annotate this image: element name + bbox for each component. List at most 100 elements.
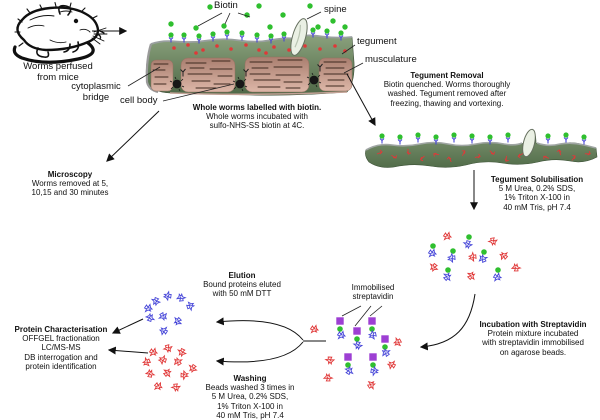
step-tegument-removal: Tegument Removal Biotin quenched. Worms … [366, 71, 528, 108]
arrow-to-microscopy [106, 110, 160, 162]
biotin-dot [487, 134, 493, 140]
arrow-blue-to-characterisation [111, 318, 144, 334]
step-body: Whole worms incubated with sulfo-NHS-SS … [206, 112, 308, 131]
step-body: Beads washed 3 times in 5 M Urea, 0.2% S… [205, 383, 295, 420]
labelled-protein-squiggle [144, 304, 153, 312]
linker-icon [505, 136, 511, 144]
unlabelled-protein-squiggle [162, 342, 174, 354]
step-body: Biotin quenched. Worms thoroughly washed… [383, 80, 511, 108]
tegument-protein-dot [244, 43, 248, 47]
labelled-protein-squiggle [157, 310, 169, 322]
biotin-dot [450, 248, 456, 254]
unlabelled-protein-squiggle [172, 356, 184, 368]
spine-shape [522, 128, 536, 158]
labelled-protein-squiggle [446, 252, 458, 264]
tegument-protein-dot [201, 48, 205, 52]
labelled-protein-squiggle [352, 339, 364, 351]
biotin-dot [397, 134, 403, 140]
unlabelled-protein-squiggle [157, 355, 168, 365]
tegument-protein-dot [318, 47, 322, 51]
labelled-protein-squiggle [368, 365, 380, 377]
washed-unlabelled-proteins [141, 342, 198, 393]
eluted-labelled-proteins [144, 290, 196, 336]
biotin-dot [307, 3, 313, 9]
bound-biotin-dots [168, 27, 344, 45]
labelled-protein-squiggle [173, 316, 183, 327]
linker-icon [397, 138, 403, 146]
biotin-dot [433, 134, 439, 140]
biotin-dot [324, 28, 330, 34]
tegument-protein-dot [272, 45, 276, 49]
musculature-label: musculature [365, 54, 417, 65]
biotin-dot [267, 24, 273, 30]
labelled-protein-squiggle [463, 239, 474, 250]
labelled-protein-squiggle [344, 366, 354, 376]
biotin-dot [451, 132, 457, 138]
step-labelling: Whole worms labelled with biotin. Whole … [178, 103, 336, 131]
streptavidin-bead [381, 335, 389, 343]
biotin-pointers [197, 12, 251, 27]
step-body: Bound proteins eluted with 50 mM DTT [203, 280, 281, 299]
biotin-dot [466, 234, 472, 240]
biotin-dot [545, 133, 551, 139]
unlabelled-protein-squiggle [365, 379, 377, 391]
labelled-protein-squiggle [492, 272, 502, 282]
biotin-dot [430, 243, 436, 249]
pointer-lines [127, 11, 383, 327]
biotin-dot [481, 249, 487, 255]
arrow-elution [215, 317, 304, 341]
tegument-protein-dot [264, 51, 268, 55]
cell-body-pointer [162, 83, 235, 102]
biotin-dot [280, 12, 286, 18]
worm-surface-proteins [172, 43, 347, 55]
labelled-protein-squiggle [337, 331, 346, 339]
unlabelled-protein-squiggle [499, 251, 509, 261]
biotin-dot [281, 31, 287, 37]
biotin-dot [379, 133, 385, 139]
biotin-dot [469, 133, 475, 139]
unlabelled-protein-squiggle [149, 348, 158, 356]
labelled-protein-squiggle [184, 300, 196, 312]
flow-arrows [92, 27, 478, 366]
mouse-sketch [12, 1, 108, 64]
biotin-dot [256, 3, 262, 9]
free-biotin-dots [168, 3, 348, 31]
tegument-protein-dot [333, 44, 337, 48]
biotin-dot [181, 32, 187, 38]
streptavidin-bead [353, 327, 361, 335]
unlabelled-protein-squiggle [310, 325, 319, 333]
biotin-dot [495, 267, 501, 273]
labelled-protein-squiggle [159, 326, 169, 336]
unlabelled-protein-squiggle [144, 368, 156, 380]
biotin-dot [268, 33, 274, 39]
spine-pointer [306, 11, 322, 20]
biotin-dot [239, 30, 245, 36]
unlabelled-protein-squiggle [324, 354, 336, 366]
biotin-dot [221, 23, 227, 29]
unlabelled-protein-squiggle [170, 381, 182, 393]
unlabelled-protein-squiggle [466, 270, 476, 281]
biotin-dot [581, 134, 587, 140]
tegument-protein-dot [303, 44, 307, 48]
unlabelled-protein-squiggle [429, 262, 439, 272]
streptavidin-bead [369, 353, 377, 361]
cytoplasmic-bridge-label: cytoplasmic bridge [71, 81, 121, 103]
step-protein-characterisation: Protein Characterisation OFFGEL fraction… [0, 325, 122, 371]
streptavidin-bead-cluster [310, 317, 404, 391]
biotin-dot [224, 29, 230, 35]
labelled-protein-squiggle [428, 249, 437, 257]
step-incubation: Incubation with Streptavidin Protein mix… [466, 320, 600, 357]
step-title: Whole worms labelled with biotin. [192, 103, 322, 112]
biotin-dot [369, 326, 375, 332]
cell-body-label: cell body [120, 95, 158, 106]
unlabelled-protein-squiggle [153, 381, 163, 391]
unlabelled-protein-squiggle [487, 235, 499, 247]
biotin-label: Biotin [214, 0, 238, 11]
step-washing: Washing Beads washed 3 times in 5 M Urea… [196, 374, 304, 420]
strip-biotin-dots [379, 132, 587, 146]
muscle-fibres [152, 59, 349, 89]
labelled-protein-squiggle [162, 290, 174, 302]
biotin-dot [505, 132, 511, 138]
